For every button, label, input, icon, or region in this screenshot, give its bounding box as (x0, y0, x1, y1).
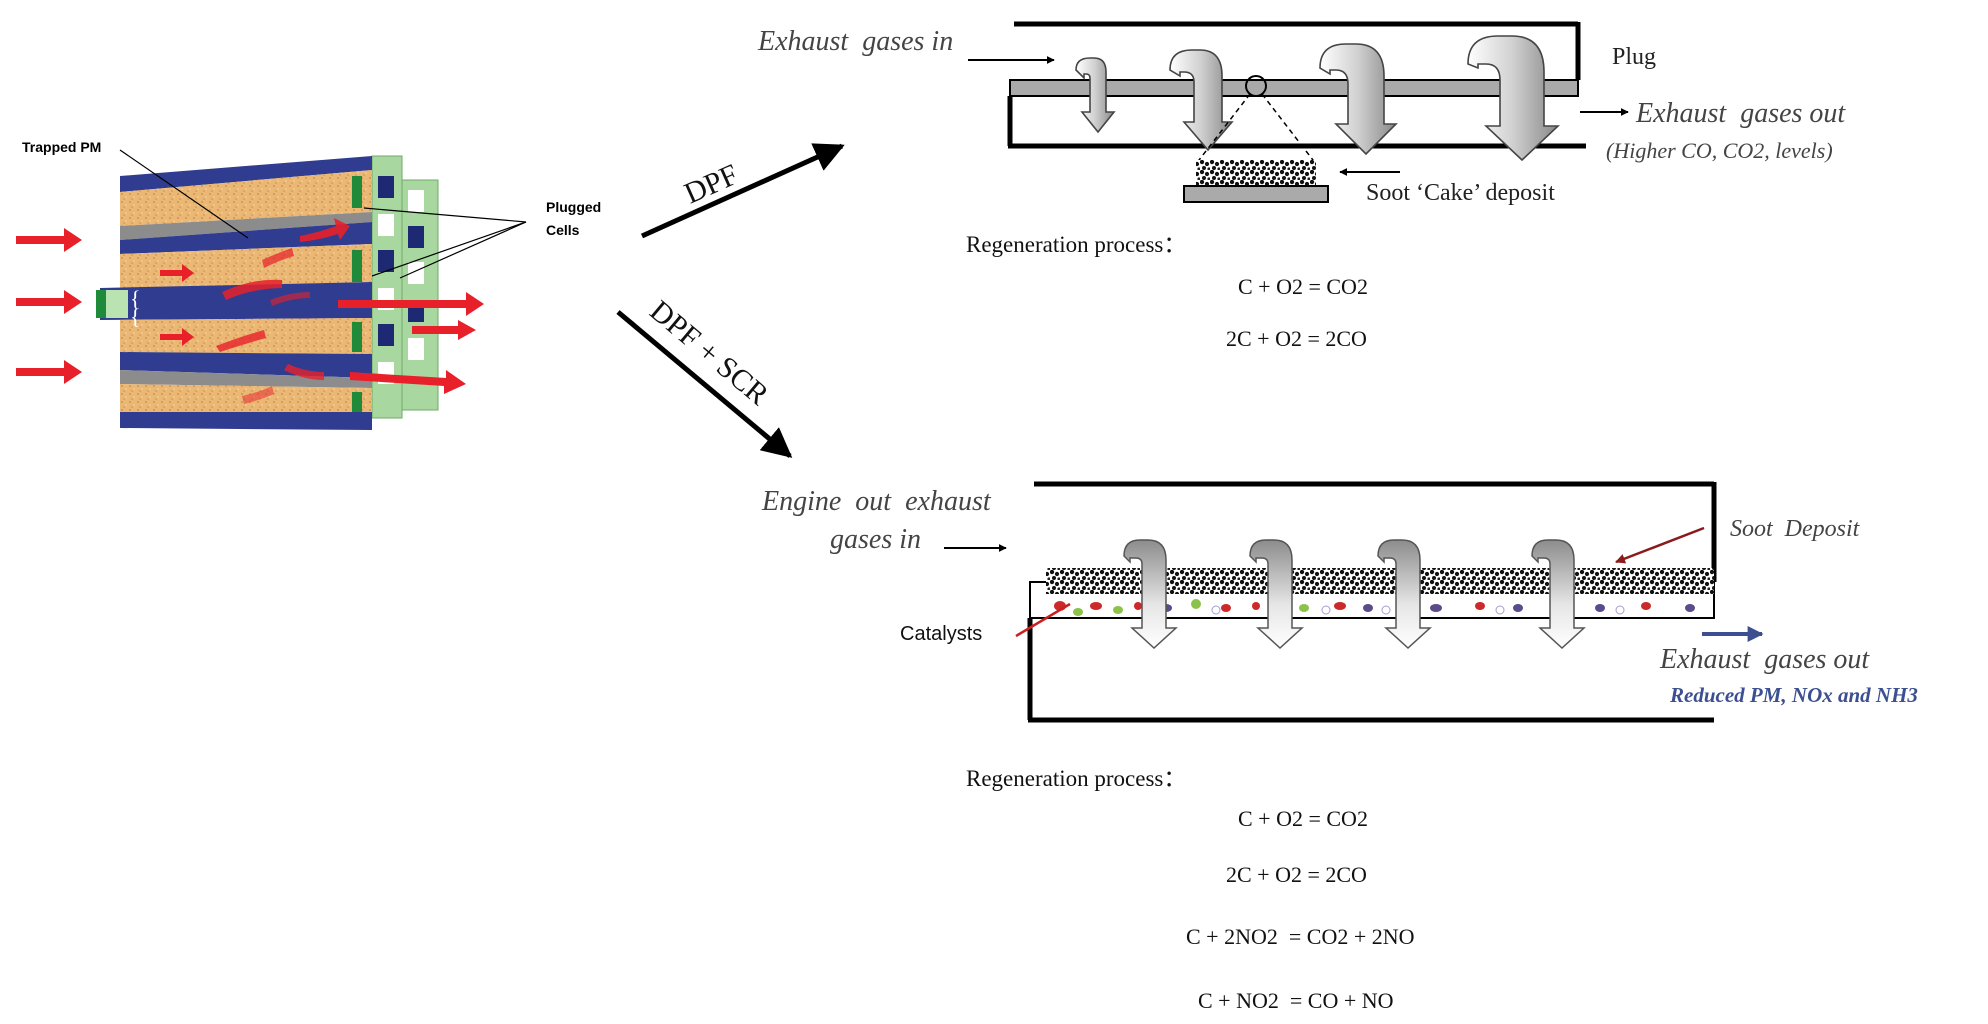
soot-cake-label: Soot ‘Cake’ deposit (1366, 180, 1555, 206)
dpf-inlet-label: Exhaust gases in (757, 26, 953, 57)
scr-eq-1: C + O2 = CO2 (1238, 806, 1368, 831)
scr-eq-3: C + 2NO2 = CO2 + 2NO (1186, 924, 1415, 949)
dpf-branch-arrow (640, 143, 845, 239)
scr-outlet-note: Reduced PM, NOx and NH3 (1669, 683, 1918, 707)
scr-flow-arrows (1123, 539, 1586, 650)
dpf-eq-1: C + O2 = CO2 (1238, 274, 1368, 299)
dpf-scr-branch-arrow (616, 310, 793, 458)
dpf-outlet-note: (Higher CO, CO2, levels) (1606, 138, 1833, 163)
plugged-cells-label-line2: Cells (546, 222, 580, 238)
flow-uturn-arrows (1075, 35, 1561, 162)
internal-flow-arrows (160, 218, 484, 404)
scr-inlet-label-line2: gases in (830, 524, 921, 555)
soot-deposit-label: Soot Deposit (1730, 516, 1861, 542)
dpf-plug-label: Plug (1612, 44, 1656, 70)
scr-eq-4: C + NO2 = CO + NO (1198, 988, 1394, 1013)
scr-eq-2: 2C + O2 = 2CO (1226, 862, 1367, 887)
plugged-cells-label: Plugged (546, 199, 601, 215)
trapped-pm-label: Trapped PM (22, 139, 101, 155)
scr-outlet-label: Exhaust gases out (1659, 644, 1870, 675)
scr-cross-section (944, 481, 1764, 723)
exhaust-inlet-arrows (16, 228, 82, 384)
dpf-cross-section (968, 21, 1629, 203)
filter-wall (1009, 79, 1579, 97)
dpf-eq-2: 2C + O2 = 2CO (1226, 326, 1367, 351)
catalysts-label: Catalysts (900, 623, 982, 645)
svg-text:{: { (130, 304, 141, 329)
dpf-regen-title: Regeneration process： (966, 232, 1186, 257)
scr-regen-title: Regeneration process： (966, 766, 1186, 791)
scr-inlet-label: Engine out exhaust (761, 486, 992, 517)
dpf-filter-illustration: { { (16, 149, 527, 430)
soot-cake (1196, 160, 1316, 186)
dpf-outlet-label: Exhaust gases out (1635, 98, 1846, 129)
svg-text:{: { (130, 286, 141, 311)
